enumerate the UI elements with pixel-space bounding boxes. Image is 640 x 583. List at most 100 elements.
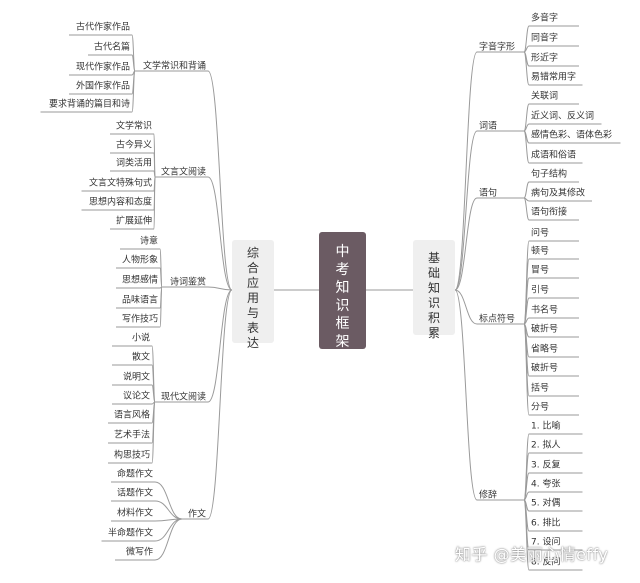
- leaf-label: 1. 比喻: [531, 420, 560, 432]
- leaf-label: 古今异义: [116, 139, 152, 151]
- leaf-label: 感情色彩、语体色彩: [531, 129, 612, 141]
- leaf-label: 5. 对偶: [531, 497, 560, 509]
- connector-line: [454, 289, 478, 501]
- connector-line: [159, 267, 163, 288]
- leaf-label: 词类活用: [116, 157, 152, 169]
- leaf-label: 散文: [132, 351, 150, 363]
- connector-line: [523, 25, 530, 53]
- leaf-label: 小说: [132, 332, 150, 344]
- connector-line: [154, 500, 183, 520]
- leaf-label: 顿号: [531, 245, 549, 257]
- leaf-label: 分号: [531, 402, 549, 413]
- branch-label: 修辞: [479, 489, 497, 501]
- leaf-label: 省略号: [531, 343, 558, 355]
- leaf-label: 易错常用字: [531, 71, 576, 83]
- left-main-label: 综合应用与表达: [247, 246, 259, 350]
- leaf-label: 写作技巧: [122, 313, 158, 325]
- connector-line: [207, 289, 233, 520]
- branch-label: 标点符号: [479, 313, 515, 325]
- leaf-label: 要求背诵的篇目和诗: [49, 98, 130, 110]
- connector-line: [207, 286, 233, 291]
- leaf-label: 关联词: [531, 90, 558, 102]
- leaf-label: 半命题作文: [108, 527, 153, 539]
- leaf-label: 病句及其修改: [531, 187, 585, 199]
- connector-line: [154, 518, 183, 542]
- leaf-label: 近义词、反义词: [531, 110, 594, 122]
- connector-line: [154, 481, 183, 520]
- leaf-label: 议论文: [123, 390, 150, 402]
- leaf-label: 扩展延伸: [116, 215, 152, 227]
- leaf-label: 破折号: [531, 362, 558, 374]
- connector-line: [153, 176, 156, 230]
- branch-label: 语句: [479, 187, 497, 199]
- leaf-label: 语句衔接: [531, 206, 567, 218]
- leaf-label: 破折号: [531, 323, 558, 335]
- connector-line: [207, 70, 233, 291]
- leaf-label: 引号: [531, 285, 549, 296]
- center-node-label: 中考知识框架: [336, 244, 350, 350]
- leaf-label: 话题作文: [117, 487, 153, 499]
- connector-line: [159, 286, 163, 328]
- leaf-label: 同音字: [531, 32, 558, 44]
- leaf-label: 命题作文: [117, 468, 153, 480]
- branch-label: 诗词鉴赏: [170, 276, 206, 288]
- connector-line: [523, 197, 530, 221]
- leaf-label: 3. 反复: [531, 459, 560, 471]
- leaf-label: 文言文特殊句式: [89, 177, 152, 189]
- leaf-label: 成语和俗语: [531, 149, 576, 161]
- leaf-label: 2. 拟人: [531, 439, 560, 451]
- leaf-label: 7. 设问: [531, 536, 560, 548]
- leaf-label: 人物形象: [122, 254, 158, 266]
- leaf-label: 多音字: [531, 12, 558, 24]
- leaf-label: 品味语言: [122, 294, 158, 306]
- connector-line: [151, 401, 156, 464]
- leaf-label: 文学常识: [116, 120, 152, 132]
- connector-line: [454, 51, 478, 291]
- leaf-label: 外国作家作品: [76, 80, 130, 92]
- leaf-label: 括号: [531, 382, 549, 394]
- connector-line: [523, 45, 530, 53]
- leaf-label: 材料作文: [117, 507, 153, 519]
- connector-line: [131, 54, 136, 72]
- watermark: 知乎 @美丽心情effy: [455, 545, 609, 564]
- leaf-label: 8. 反问: [531, 556, 560, 568]
- leaf-label: 书名号: [531, 304, 558, 316]
- branch-label: 词语: [479, 121, 497, 132]
- branch-label: 文学常识和背诵: [143, 60, 206, 72]
- leaf-label: 冒号: [531, 265, 549, 276]
- leaf-label: 艺术手法: [114, 429, 150, 441]
- connector-line: [523, 499, 530, 571]
- branch-label: 字音字形: [479, 41, 515, 53]
- leaf-label: 微写作: [126, 546, 153, 558]
- leaf-label: 思想内容和态度: [89, 196, 152, 208]
- connector-line: [151, 384, 156, 403]
- leaf-label: 说明文: [123, 371, 150, 383]
- branch-label: 现代文阅读: [161, 391, 206, 403]
- connector-line: [454, 130, 478, 291]
- leaf-label: 构思技巧: [114, 449, 150, 461]
- branch-label: 作文: [188, 508, 206, 520]
- leaf-label: 句子结构: [531, 168, 567, 180]
- leaf-label: 形近字: [531, 52, 558, 64]
- leaf-label: 现代作家作品: [76, 61, 130, 73]
- connector-line: [523, 51, 530, 86]
- connector-line: [523, 297, 530, 325]
- branch-label: 文言文阅读: [161, 166, 206, 178]
- connector-line: [454, 289, 478, 325]
- leaf-label: 诗意: [140, 235, 158, 247]
- left-main-node: [232, 240, 274, 343]
- center-node: [319, 232, 366, 349]
- leaf-label: 语言风格: [114, 409, 150, 421]
- leaf-label: 思想感情: [122, 274, 158, 286]
- connector-line: [454, 197, 478, 291]
- leaf-label: 问号: [531, 227, 549, 239]
- connector-line: [523, 130, 530, 164]
- leaf-label: 6. 排比: [531, 517, 560, 529]
- leaf-label: 4. 夸张: [531, 478, 560, 490]
- connector-line: [207, 289, 233, 403]
- right-main-node: [413, 240, 455, 335]
- connector-line: [207, 176, 233, 291]
- leaf-label: 古代作家作品: [76, 21, 130, 33]
- leaf-label: 古代名篇: [94, 41, 130, 53]
